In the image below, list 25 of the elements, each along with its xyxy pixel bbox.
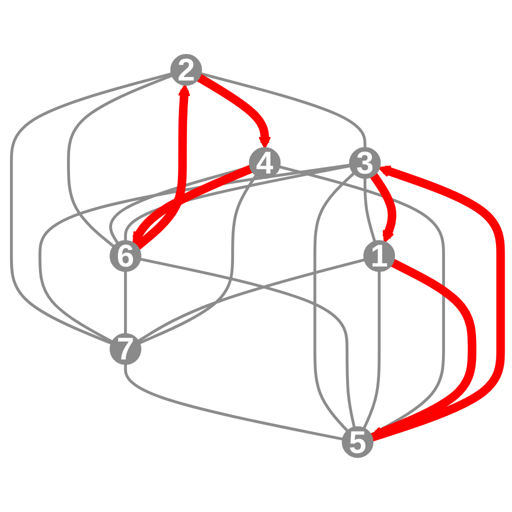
connector	[10, 72, 173, 345]
connector	[364, 177, 376, 243]
connector	[138, 174, 258, 345]
node-circle: 6	[110, 240, 142, 272]
node-circle: 1	[363, 240, 396, 272]
arrow	[196, 74, 272, 150]
node-circle: 4	[248, 147, 281, 179]
connector	[38, 164, 351, 344]
node-circle: 2	[170, 54, 202, 86]
arrow	[132, 164, 254, 244]
connector	[313, 172, 356, 432]
connector	[67, 74, 174, 248]
arrow	[134, 84, 190, 250]
connector	[139, 258, 356, 428]
connector	[137, 258, 366, 343]
connector	[200, 72, 366, 149]
connector	[124, 363, 344, 441]
arrow	[370, 172, 396, 244]
connector	[362, 270, 381, 430]
node-circle: 3	[349, 147, 381, 179]
node-circle: 5	[342, 426, 374, 458]
connector	[124, 164, 352, 242]
arrow	[370, 165, 505, 442]
connector	[124, 270, 127, 335]
node-circle: 7	[110, 333, 142, 365]
